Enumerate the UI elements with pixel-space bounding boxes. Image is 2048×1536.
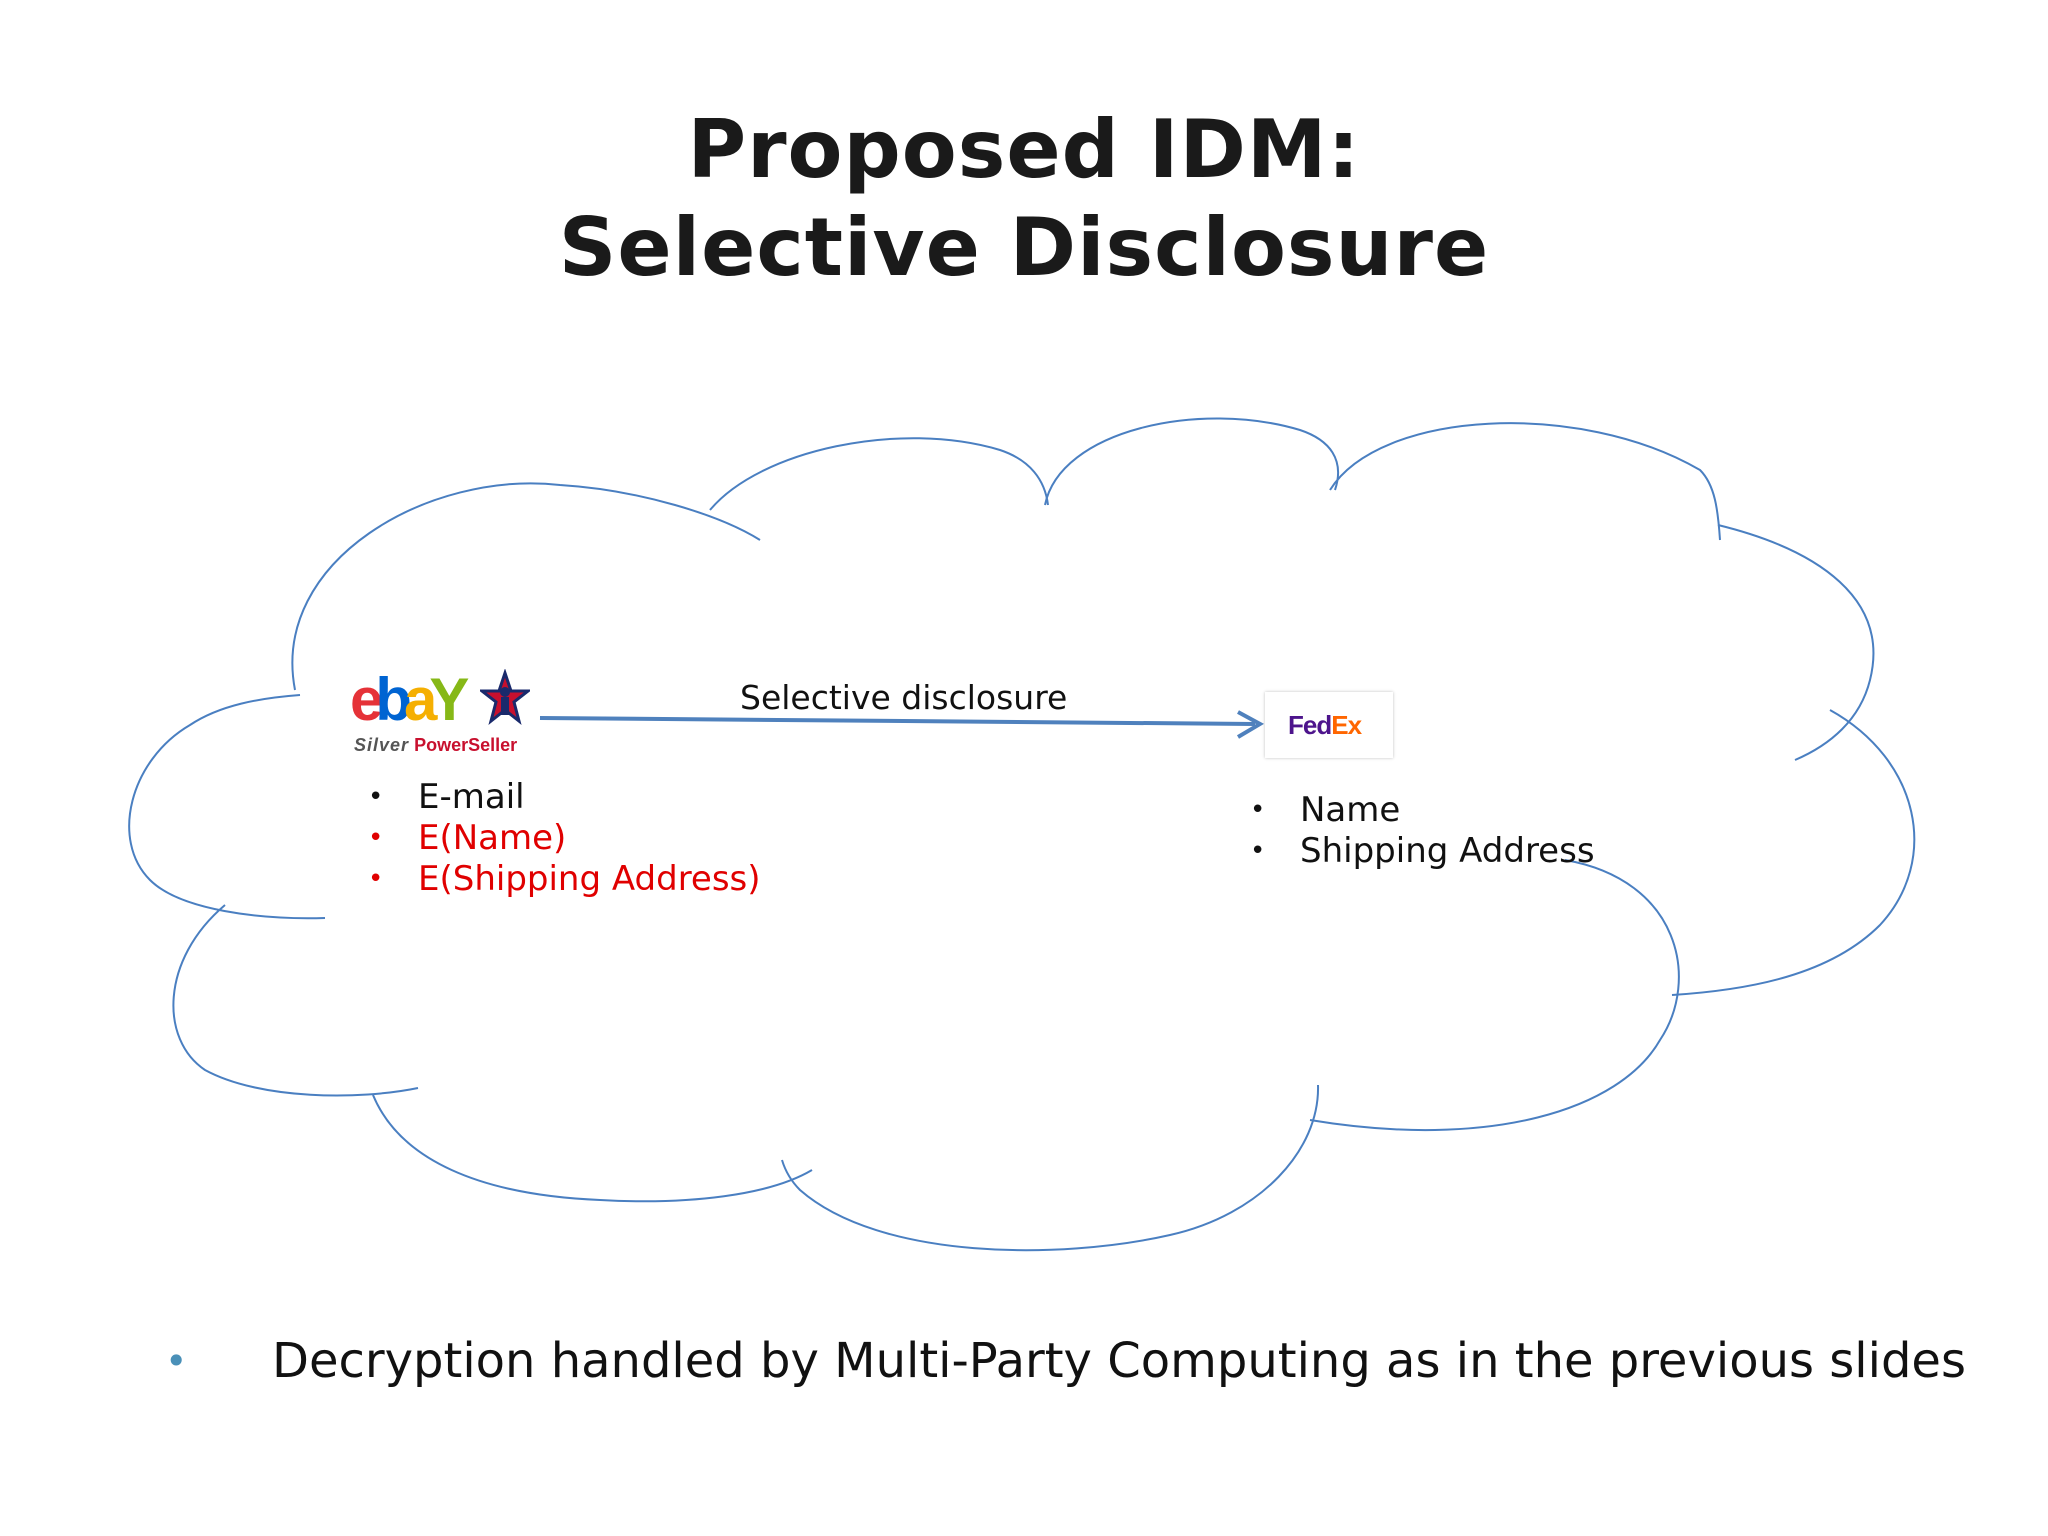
footer-text: Decryption handled by Multi-Party Comput…: [272, 1333, 1966, 1389]
ebay-silver-label: Silver: [354, 735, 410, 755]
ebay-logo-subtitle: Silver PowerSeller: [354, 735, 517, 756]
cloud-bump-top-center: [1044, 417, 1340, 506]
arrow-head: [1236, 710, 1265, 739]
bullet-icon: •: [368, 823, 384, 853]
fedex-ex-text: Ex: [1331, 710, 1362, 740]
arrow-shaft: [539, 716, 1256, 726]
ebay-powerseller-label: PowerSeller: [414, 735, 518, 755]
cloud-bump-right: [1671, 709, 1916, 996]
bullet-icon: •: [368, 864, 384, 894]
cloud-bump-left-lower: [172, 904, 419, 1097]
bullet-icon: •: [368, 782, 384, 812]
slide-title-line-1: Proposed IDM:: [687, 103, 1361, 196]
cloud-bump-top-center-left: [709, 437, 1049, 511]
bullet-icon: •: [1250, 795, 1266, 825]
ebay-logo: ebaY Silver PowerSeller: [350, 665, 540, 765]
fedex-logo: FedEx: [1265, 692, 1393, 758]
arrow-label: Selective disclosure: [740, 678, 1068, 717]
list-item: • Name: [1250, 790, 1595, 831]
powerseller-star-icon: [480, 669, 530, 725]
cloud-bump-bottom-right: [1309, 859, 1680, 1131]
cloud-bump-bottom-center: [781, 1084, 1320, 1252]
fedex-fed-text: Fed: [1288, 710, 1332, 740]
slide-title-line-2: Selective Disclosure: [558, 201, 1490, 294]
attribute-encrypted-name: E(Name): [418, 818, 567, 858]
cloud-bump-left: [128, 694, 326, 920]
cloud-bump-right-upper: [1717, 524, 1875, 761]
list-item: • E-mail: [368, 777, 761, 818]
list-item: • E(Name): [368, 818, 761, 859]
fedex-attribute-list: • Name • Shipping Address: [1250, 790, 1595, 872]
bullet-icon: •: [1250, 836, 1266, 866]
cloud-bump-top-right: [1329, 422, 1721, 541]
list-item: • E(Shipping Address): [368, 859, 761, 900]
list-item: • Shipping Address: [1250, 831, 1595, 872]
cloud-bump-top-left: [291, 482, 761, 691]
attribute-name: Name: [1300, 790, 1401, 830]
attribute-shipping-address: Shipping Address: [1300, 831, 1595, 871]
cloud-bump-bottom-left: [372, 1094, 813, 1203]
bullet-icon: •: [165, 1339, 188, 1383]
ebay-attribute-list: • E-mail • E(Name) • E(Shipping Address): [368, 777, 761, 900]
fedex-wordmark: FedEx: [1288, 710, 1362, 741]
attribute-encrypted-shipping-address: E(Shipping Address): [418, 859, 761, 899]
attribute-email: E-mail: [418, 777, 525, 817]
